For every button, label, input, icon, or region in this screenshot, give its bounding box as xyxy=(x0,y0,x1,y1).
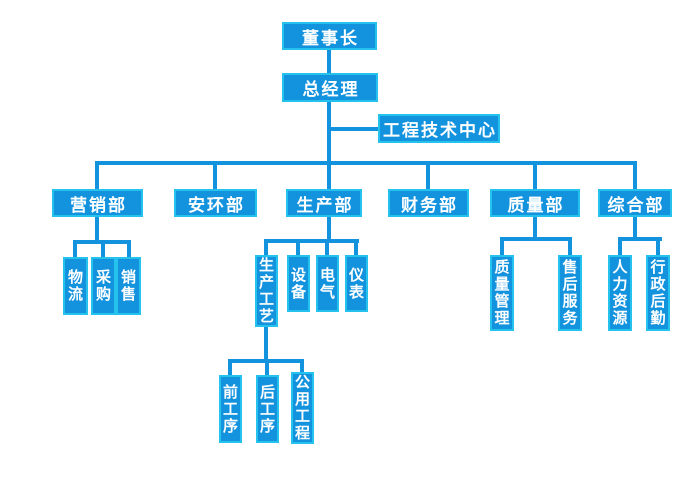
node-general-affairs[interactable]: 综合部 xyxy=(598,189,672,217)
connector-quality-trunk xyxy=(533,217,537,241)
node-sales[interactable]: 销售 xyxy=(116,257,141,315)
node-safety-env[interactable]: 安环部 xyxy=(174,189,257,217)
connector-drop-human-resources xyxy=(618,239,622,255)
connector-production-rail xyxy=(264,239,359,243)
connector-production-trunk xyxy=(327,217,331,243)
node-electrical[interactable]: 电气 xyxy=(316,255,339,312)
connector-drop-admin-logistics xyxy=(656,239,660,255)
node-procurement[interactable]: 采购 xyxy=(91,257,116,315)
connector-process-trunk xyxy=(264,327,268,363)
node-equipment[interactable]: 设备 xyxy=(287,255,310,312)
connector-drop-utilities xyxy=(300,361,304,374)
node-front-process[interactable]: 前工序 xyxy=(219,375,242,443)
node-chairman[interactable]: 董事长 xyxy=(282,22,377,50)
node-marketing[interactable]: 营销部 xyxy=(52,189,143,217)
connector-drop-instrumentation xyxy=(354,241,358,255)
connector-drop-front-process xyxy=(228,361,232,375)
connector-general-trunk xyxy=(633,217,637,241)
connector-drop-procurement xyxy=(101,242,105,257)
node-quality[interactable]: 质量部 xyxy=(490,189,580,217)
node-quality-management[interactable]: 质量管理 xyxy=(490,255,514,331)
node-production-process[interactable]: 生产工艺 xyxy=(255,255,278,327)
node-utilities[interactable]: 公用工程 xyxy=(291,372,314,444)
connector-drop-back-process xyxy=(265,361,269,375)
node-logistics[interactable]: 物流 xyxy=(63,257,88,315)
node-admin-logistics[interactable]: 行政后勤 xyxy=(646,255,670,331)
connector-drop-marketing xyxy=(95,163,99,190)
connector-gm-trunk xyxy=(327,101,331,190)
connector-drop-electrical xyxy=(325,241,329,255)
connector-drop-sales xyxy=(127,242,131,257)
connector-drop-quality xyxy=(533,163,537,190)
connector-drop-safety xyxy=(213,163,217,190)
connector-drop-general xyxy=(633,163,637,190)
connector-marketing-trunk xyxy=(95,217,99,244)
connector-drop-quality-management xyxy=(500,239,504,255)
node-finance[interactable]: 财务部 xyxy=(388,189,469,217)
connector-chairman-gm xyxy=(327,49,331,74)
connector-drop-logistics xyxy=(73,242,77,257)
node-production[interactable]: 生产部 xyxy=(286,189,362,217)
node-after-sales[interactable]: 售后服务 xyxy=(558,255,582,331)
connector-quality-rail xyxy=(500,237,572,241)
node-back-process[interactable]: 后工序 xyxy=(256,375,279,443)
node-instrumentation[interactable]: 仪表 xyxy=(345,255,368,312)
connector-drop-equipment xyxy=(296,241,300,255)
connector-gm-engineering xyxy=(329,127,379,131)
node-general-manager[interactable]: 总经理 xyxy=(282,73,378,102)
connector-drop-after-sales xyxy=(568,239,572,255)
connector-general-rail xyxy=(618,237,662,241)
connector-drop-production-process xyxy=(264,241,268,255)
connector-drop-finance xyxy=(426,163,430,190)
connector-main-rail xyxy=(95,161,637,165)
node-human-resources[interactable]: 人力资源 xyxy=(608,255,632,331)
node-engineering-center[interactable]: 工程技术中心 xyxy=(378,114,500,143)
